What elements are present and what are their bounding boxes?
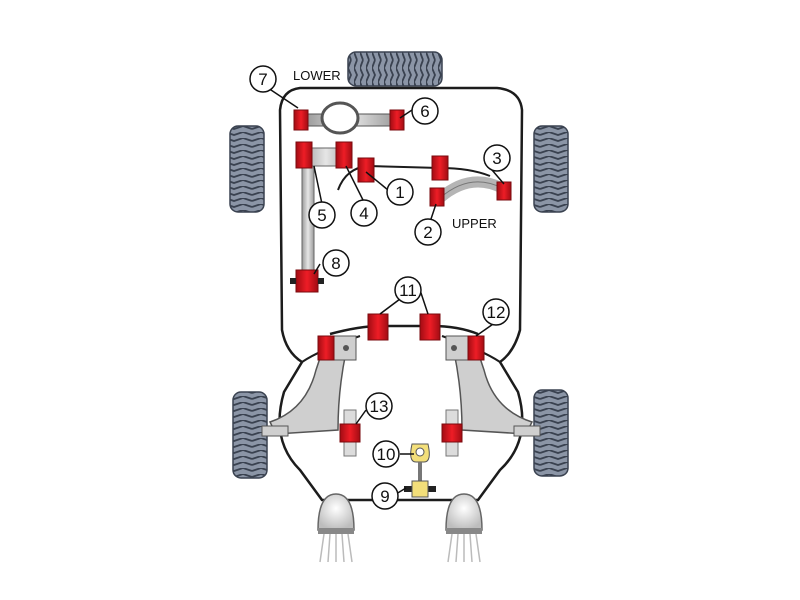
front-right-tyre-icon <box>533 125 569 213</box>
rear-anti-roll-bar <box>329 324 479 336</box>
callout-9: 9 <box>380 487 389 506</box>
lower-link <box>293 101 405 135</box>
lower-label: LOWER <box>293 68 341 83</box>
rear-lamp-left-icon <box>317 493 355 563</box>
callout-3: 3 <box>492 149 501 168</box>
chassis-outline <box>278 86 524 502</box>
callouts <box>249 65 511 510</box>
arb-bush-left <box>357 157 375 183</box>
callout-12: 12 <box>487 303 506 322</box>
gearbox-mount-icon <box>404 480 436 498</box>
callout-13: 13 <box>370 397 389 416</box>
rear-arb-bush-left <box>367 313 389 341</box>
upper-label: UPPER <box>452 216 497 231</box>
rear-lamp-right-icon <box>445 493 483 563</box>
front-bracket <box>295 141 353 169</box>
rear-shock-bush-left <box>339 409 361 457</box>
exhaust-mount-icon <box>410 443 430 484</box>
callout-10: 10 <box>377 445 396 464</box>
rear-trailing-arm-right <box>445 335 541 437</box>
callout-5: 5 <box>317 206 326 225</box>
rear-arb-bush-right <box>419 313 441 341</box>
upper-arm <box>429 176 512 207</box>
callout-2: 2 <box>423 223 432 242</box>
arb-bush-right <box>431 155 449 181</box>
front-left-tyre-icon <box>229 125 265 213</box>
callout-11: 11 <box>399 281 417 300</box>
rear-trailing-arm-left <box>261 335 357 437</box>
callout-6: 6 <box>420 102 429 121</box>
callout-1: 1 <box>395 183 404 202</box>
callout-7: 7 <box>258 70 267 89</box>
rear-shock-bush-right <box>441 409 463 457</box>
callout-8: 8 <box>331 254 340 273</box>
callout-4: 4 <box>359 204 368 223</box>
spare-tyre-icon <box>347 51 443 87</box>
